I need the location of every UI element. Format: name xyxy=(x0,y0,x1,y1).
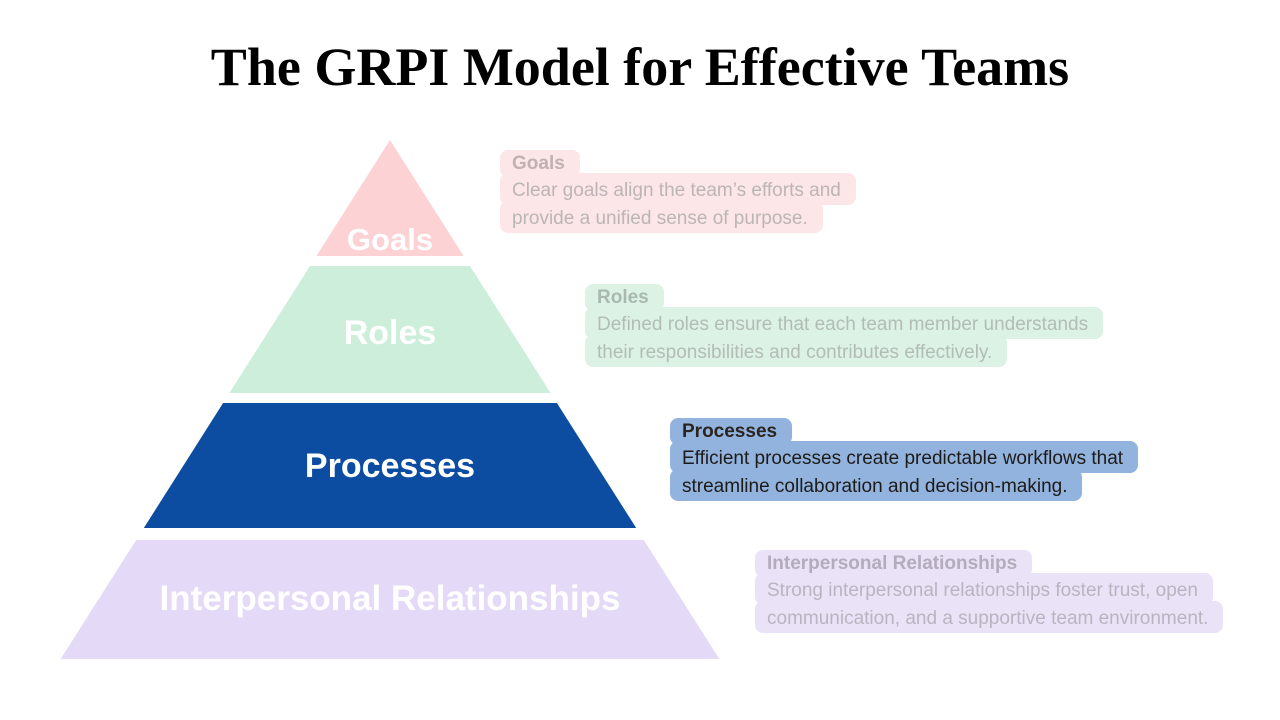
annotation-description-line: streamline collaboration and decision-ma… xyxy=(670,469,1083,501)
annotation-description-line: their responsibilities and contributes e… xyxy=(585,335,1008,367)
annotation-card-goals[interactable]: Goals Clear goals align the team’s effor… xyxy=(500,150,856,233)
annotation-card-interpersonal[interactable]: Interpersonal Relationships Strong inter… xyxy=(755,550,1224,633)
pyramid-level-interpersonal[interactable] xyxy=(60,540,720,659)
annotation-card-processes[interactable]: Processes Efficient processes create pre… xyxy=(670,418,1139,501)
annotation-description-line: Clear goals align the team’s efforts and xyxy=(500,173,856,205)
annotation-title: Goals xyxy=(500,150,580,177)
pyramid-label-interpersonal: Interpersonal Relationships xyxy=(160,579,621,618)
annotation-title: Roles xyxy=(585,284,664,311)
pyramid-level-roles[interactable] xyxy=(229,266,551,393)
annotation-description-line: Defined roles ensure that each team memb… xyxy=(585,307,1104,339)
annotation-description-line: Efficient processes create predictable w… xyxy=(670,441,1139,473)
annotation-title: Interpersonal Relationships xyxy=(755,550,1033,577)
pyramid-level-processes[interactable] xyxy=(143,403,637,528)
pyramid-level-goals[interactable] xyxy=(316,140,464,256)
annotation-description-line: provide a unified sense of purpose. xyxy=(500,201,823,233)
annotation-title: Processes xyxy=(670,418,793,445)
pyramid-label-processes: Processes xyxy=(305,447,475,485)
page-title: The GRPI Model for Effective Teams xyxy=(210,37,1070,97)
annotation-description-line: communication, and a supportive team env… xyxy=(755,601,1224,633)
pyramid-label-goals: Goals xyxy=(347,222,433,257)
annotation-card-roles[interactable]: Roles Defined roles ensure that each tea… xyxy=(585,284,1104,367)
pyramid-label-roles: Roles xyxy=(344,314,437,352)
annotation-description-line: Strong interpersonal relationships foste… xyxy=(755,573,1213,605)
